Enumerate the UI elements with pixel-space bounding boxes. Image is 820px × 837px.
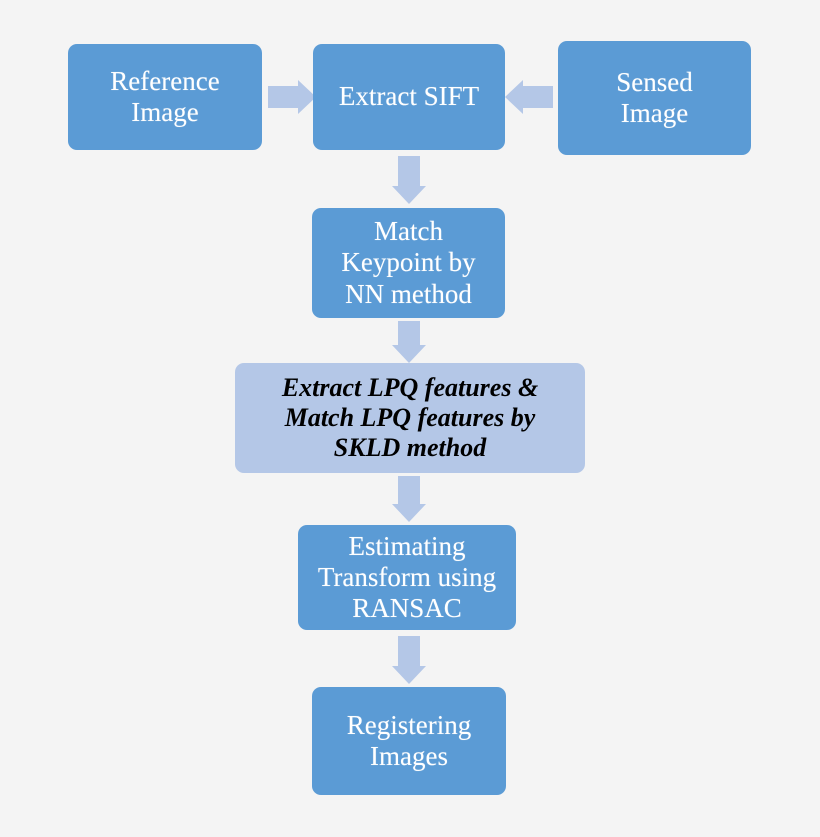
arrow-match-keypoint-to-extract-lpq bbox=[385, 321, 433, 363]
arrow-estimating-transform-to-registering-images bbox=[385, 636, 433, 684]
node-registering-images: Registering Images bbox=[312, 687, 506, 795]
node-sensed-image: Sensed Image bbox=[558, 41, 751, 155]
node-estimating-transform-ransac: Estimating Transform using RANSAC bbox=[298, 525, 516, 630]
node-match-keypoint: Match Keypoint by NN method bbox=[312, 208, 505, 318]
node-reference-image: Reference Image bbox=[68, 44, 262, 150]
node-extract-lpq-features: Extract LPQ features & Match LPQ feature… bbox=[235, 363, 585, 473]
node-extract-sift: Extract SIFT bbox=[313, 44, 505, 150]
arrow-reference-to-extract-sift bbox=[268, 76, 316, 118]
arrow-extract-lpq-to-estimating-transform bbox=[385, 476, 433, 522]
arrow-extract-sift-to-match-keypoint bbox=[385, 156, 433, 204]
arrow-sensed-to-extract-sift bbox=[505, 76, 553, 118]
